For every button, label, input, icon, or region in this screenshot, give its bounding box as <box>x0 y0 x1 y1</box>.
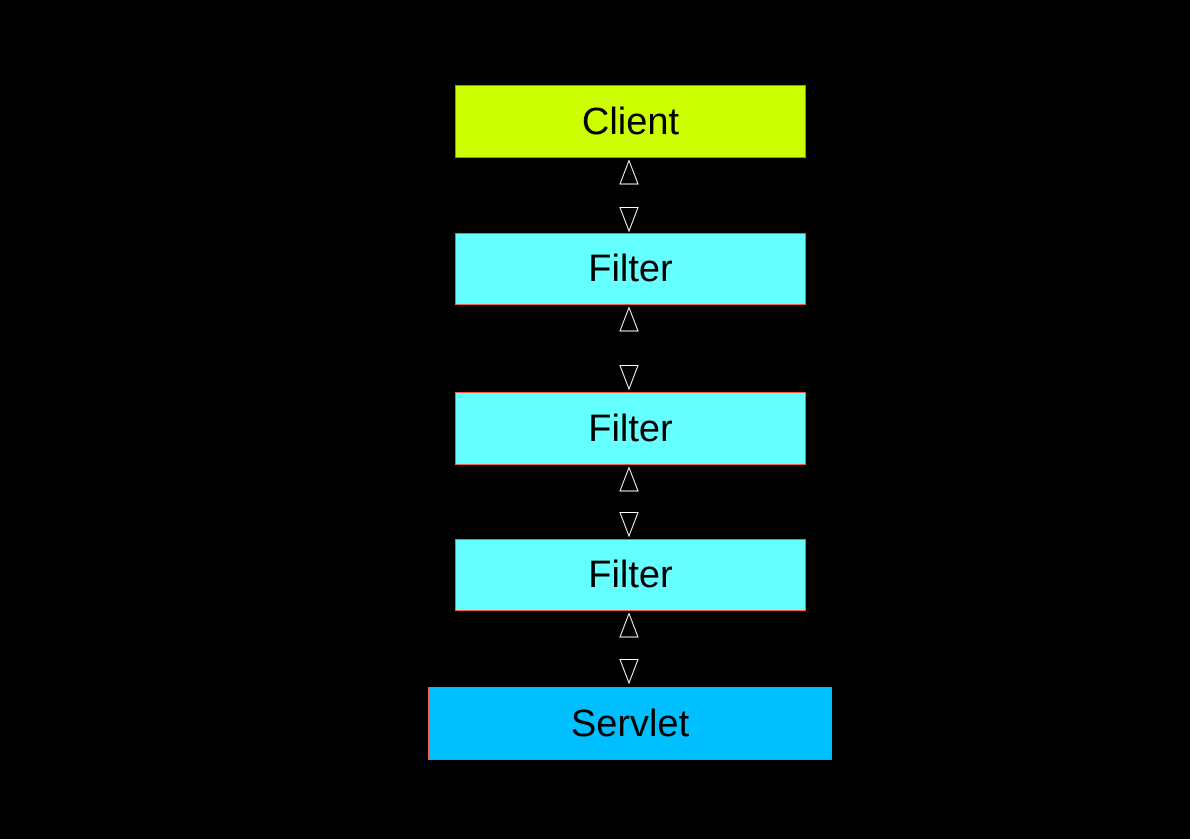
node-filter-3: Filter <box>455 539 806 611</box>
arrow-down-icon <box>619 659 639 684</box>
node-client-label: Client <box>581 100 680 143</box>
node-filter-3-label: Filter <box>588 554 673 596</box>
arrow-up-icon <box>619 613 639 638</box>
arrow-up-icon <box>619 160 639 185</box>
arrow-down-icon <box>619 512 639 537</box>
node-filter-1-label: Filter <box>588 248 673 290</box>
node-filter-2: Filter <box>455 392 806 465</box>
node-servlet-label: Servlet <box>570 702 690 745</box>
arrow-up-icon <box>619 467 639 492</box>
arrow-down-icon <box>619 207 639 232</box>
node-client: Client <box>455 85 806 158</box>
node-servlet: Servlet <box>428 687 832 760</box>
arrow-up-icon <box>619 307 639 332</box>
arrow-down-icon <box>619 365 639 390</box>
node-filter-2-label: Filter <box>588 407 673 450</box>
node-filter-1: Filter <box>455 233 806 305</box>
